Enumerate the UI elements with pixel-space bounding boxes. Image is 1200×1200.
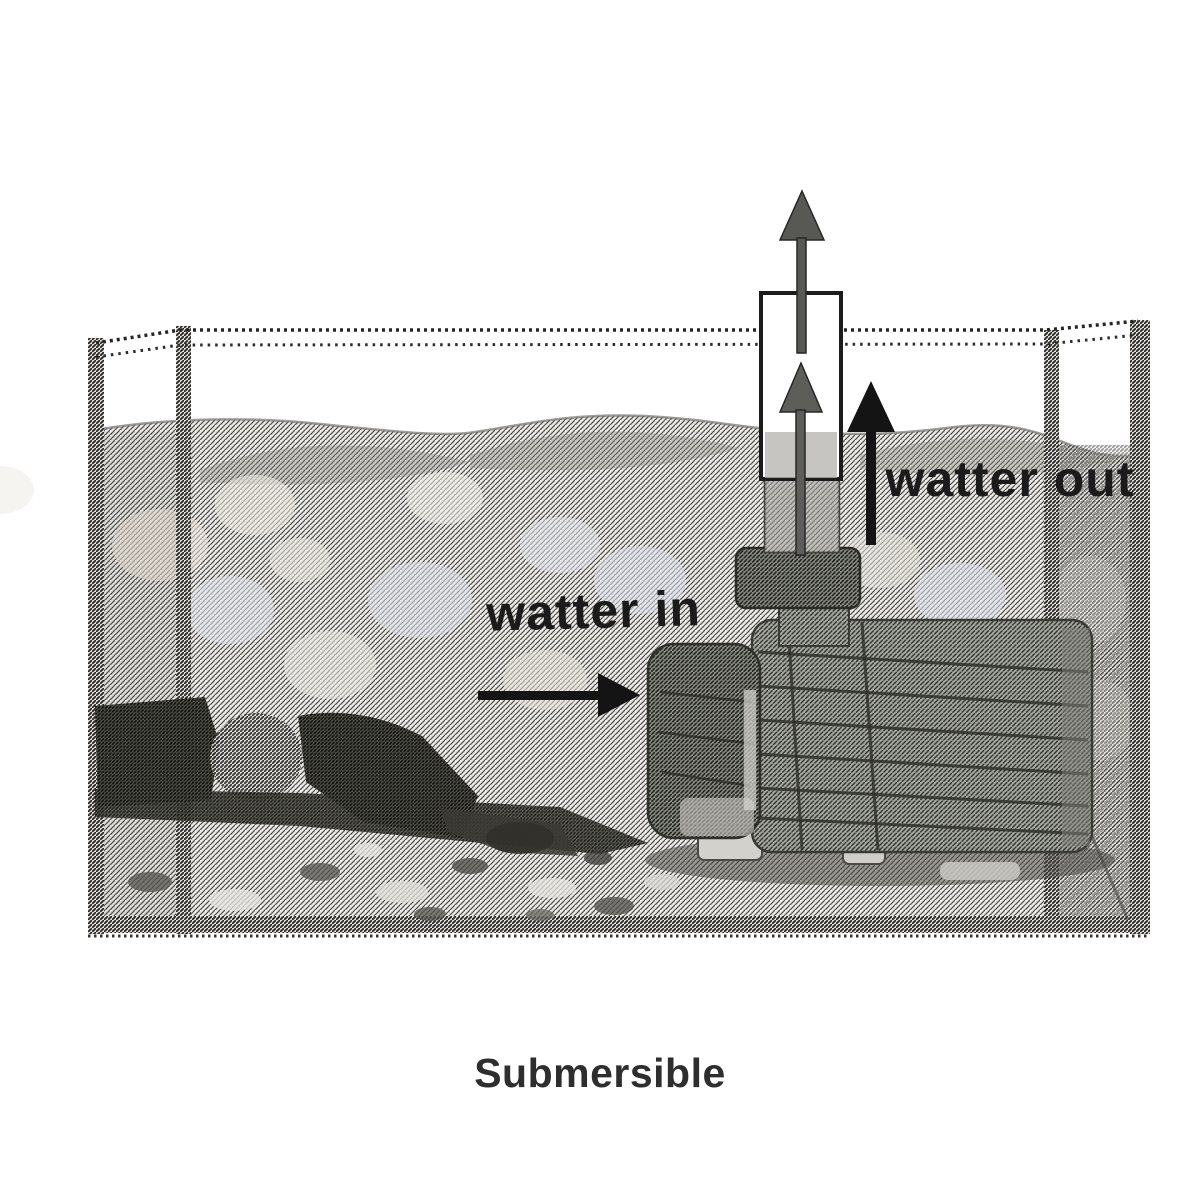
- flow-arrows: [478, 189, 895, 717]
- outlet-riser-column: [778, 603, 850, 647]
- outlet-collar-flange: [734, 546, 862, 610]
- tank-bottom-rim: [88, 916, 1150, 933]
- tank-frame-post-left-outer: [88, 338, 104, 934]
- water-out-label: watter out: [885, 451, 1135, 507]
- left-wall-shading: [104, 432, 176, 920]
- intake-cap-ridges: [657, 690, 755, 788]
- pump-body-end-shade: [1062, 628, 1090, 846]
- pump-body-ridges: [757, 650, 1089, 836]
- figure-caption: Submersible: [474, 1050, 726, 1096]
- cap-body-gap-highlight: [744, 690, 756, 810]
- rock-small-2: [486, 822, 554, 854]
- rock-medium: [210, 713, 302, 801]
- tank-frame-post-left-inner: [176, 326, 191, 934]
- aquarium-rocks: [95, 697, 680, 921]
- rock-large-left: [95, 697, 219, 807]
- pump-base-pad: [940, 862, 1020, 880]
- up-arrow-top-icon: [778, 189, 826, 354]
- water-in-arrow-icon: [478, 673, 640, 717]
- tank-rim-back-line: [95, 319, 1139, 345]
- submersible-pump-diagram: watter in watter out: [0, 189, 1150, 938]
- tank-frame-post-right-outer: [1130, 320, 1150, 934]
- gravel-pebbles: [128, 843, 680, 921]
- tank-rim-front-line: [95, 333, 1139, 359]
- up-arrow-inside-pipe-icon: [778, 361, 824, 556]
- water-out-arrow-icon: [847, 381, 895, 545]
- water-in-label: watter in: [485, 580, 702, 642]
- water-surface-line: [89, 414, 1149, 458]
- pump-seam-2: [860, 621, 880, 851]
- intake-cap-foot-notch: [680, 798, 754, 836]
- pump-seam-1: [786, 621, 804, 851]
